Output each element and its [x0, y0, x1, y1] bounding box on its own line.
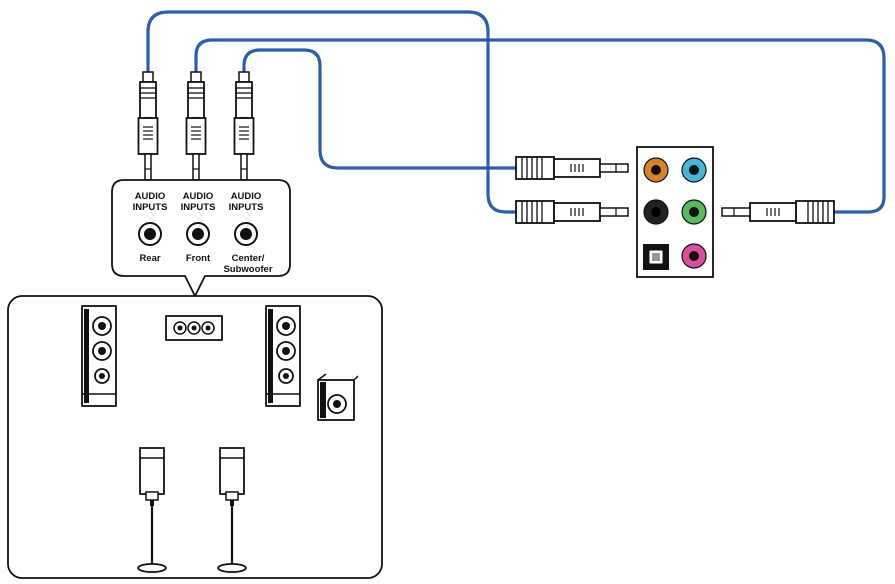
jack-black: [643, 199, 669, 225]
rear-input-jack: [138, 222, 162, 246]
jack-orange: [643, 157, 669, 183]
jack-green: [681, 199, 707, 225]
front-left-speaker: [81, 305, 117, 407]
center-sub-input-jack: [234, 222, 258, 246]
rca-plug-front: [185, 71, 207, 181]
mini-plug-black: [515, 200, 629, 224]
jack-pink: [681, 243, 707, 269]
front-heading-line2: INPUTS: [181, 202, 216, 213]
front-heading-line1: AUDIO: [183, 191, 214, 202]
front-input-jack: [186, 222, 210, 246]
cable-rear: [146, 10, 518, 214]
front-input-label: Front: [186, 253, 211, 264]
center-sub-heading-line1: AUDIO: [231, 191, 262, 202]
center-sub-input-label-line2: Subwoofer: [223, 264, 272, 275]
cables: [146, 10, 886, 214]
optical-port: [643, 244, 669, 270]
rear-heading-line1: AUDIO: [135, 191, 166, 202]
center-sub-input-label-line1: Center/: [232, 253, 265, 264]
receiver-inputs-callout: AUDIO INPUTS Rear AUDIO INPUTS Front AUD…: [111, 179, 291, 299]
rca-plug-rear: [137, 71, 159, 181]
mini-plug-orange: [515, 156, 629, 180]
center-sub-heading-line2: INPUTS: [229, 202, 264, 213]
center-speaker: [165, 315, 223, 341]
mini-plug-green: [721, 200, 835, 224]
speaker-room: [7, 295, 383, 579]
audio-io-panel: [636, 146, 714, 278]
front-right-speaker: [265, 305, 301, 407]
subwoofer: [317, 373, 359, 421]
rear-input-label: Rear: [139, 253, 160, 264]
cable-front: [194, 38, 886, 214]
cable-center-sub: [242, 48, 518, 170]
jack-blue: [681, 157, 707, 183]
rear-heading-line2: INPUTS: [133, 202, 168, 213]
rca-plug-center-sub: [233, 71, 255, 181]
